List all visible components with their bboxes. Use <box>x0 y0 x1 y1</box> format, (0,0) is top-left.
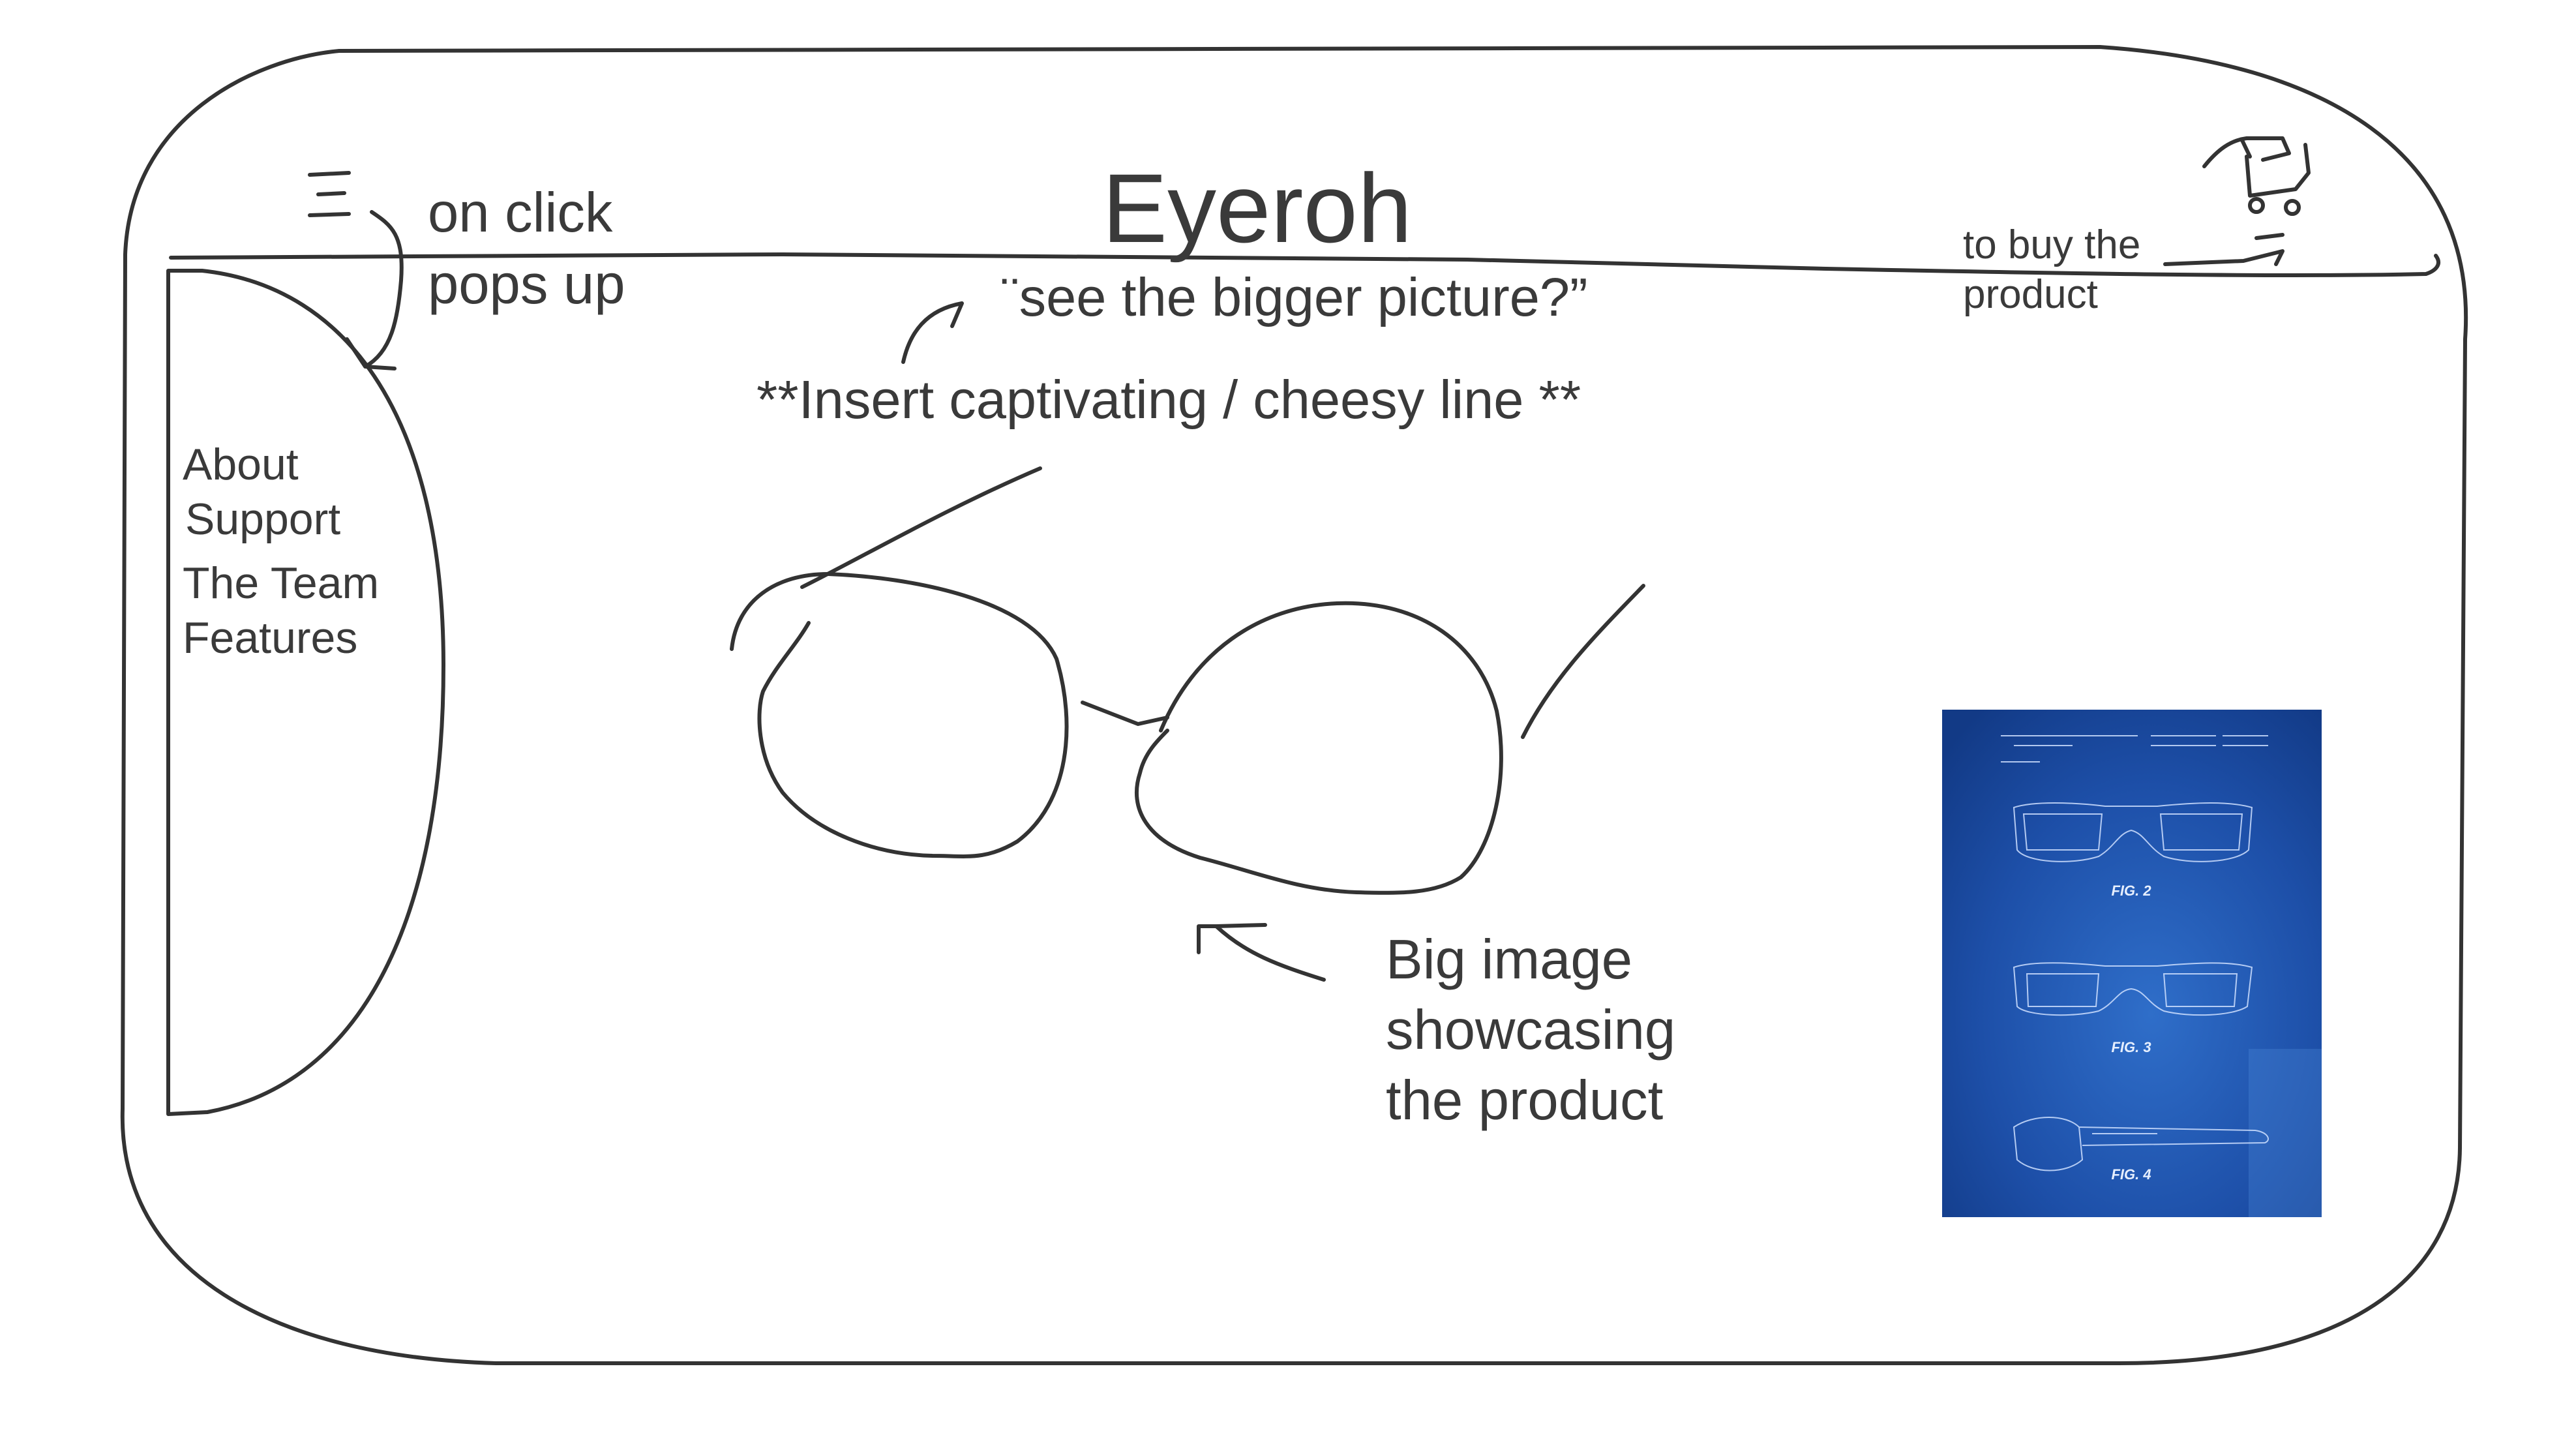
tagline-arrow <box>901 301 964 364</box>
hamburger-menu-button[interactable] <box>300 163 372 228</box>
menu-item-features[interactable]: Features <box>183 613 358 663</box>
menu-item-about[interactable]: About <box>183 440 299 489</box>
shopping-cart-icon <box>2202 136 2311 216</box>
figure-label: FIG. 4 <box>2111 1166 2151 1183</box>
brand-title[interactable]: Eyeroh <box>1102 153 1413 263</box>
menu-annotation-arrow <box>345 210 404 370</box>
figure-label: FIG. 2 <box>2111 883 2151 899</box>
image-annotation: Big image showcasing the product <box>1386 929 1676 1132</box>
menu-item-the-team[interactable]: The Team <box>183 558 380 608</box>
glasses-sketch <box>730 466 1645 895</box>
cart-annotation-arrow <box>2163 233 2284 266</box>
menu-item-support[interactable]: Support <box>185 494 341 544</box>
cart-button[interactable] <box>2191 130 2315 222</box>
hero-headline: **Insert captivating / cheesy line ** <box>756 369 1581 430</box>
header-divider <box>169 252 2440 277</box>
screen-frame <box>120 45 2468 1365</box>
cart-annotation: to buy the product <box>1963 222 2141 317</box>
product-blueprint-image: FIG. 2 FIG. 3 FIG. 4 <box>1942 710 2322 1217</box>
side-menu: About Support The Team Features <box>183 437 379 665</box>
hero-tagline: ¨see the bigger picture?” <box>1001 267 1588 327</box>
figure-label: FIG. 3 <box>2111 1039 2151 1055</box>
hamburger-menu-icon <box>308 171 351 217</box>
menu-annotation: on click pops up <box>428 182 625 316</box>
side-menu-panel <box>166 269 445 1116</box>
image-annotation-arrow <box>1197 923 1326 982</box>
